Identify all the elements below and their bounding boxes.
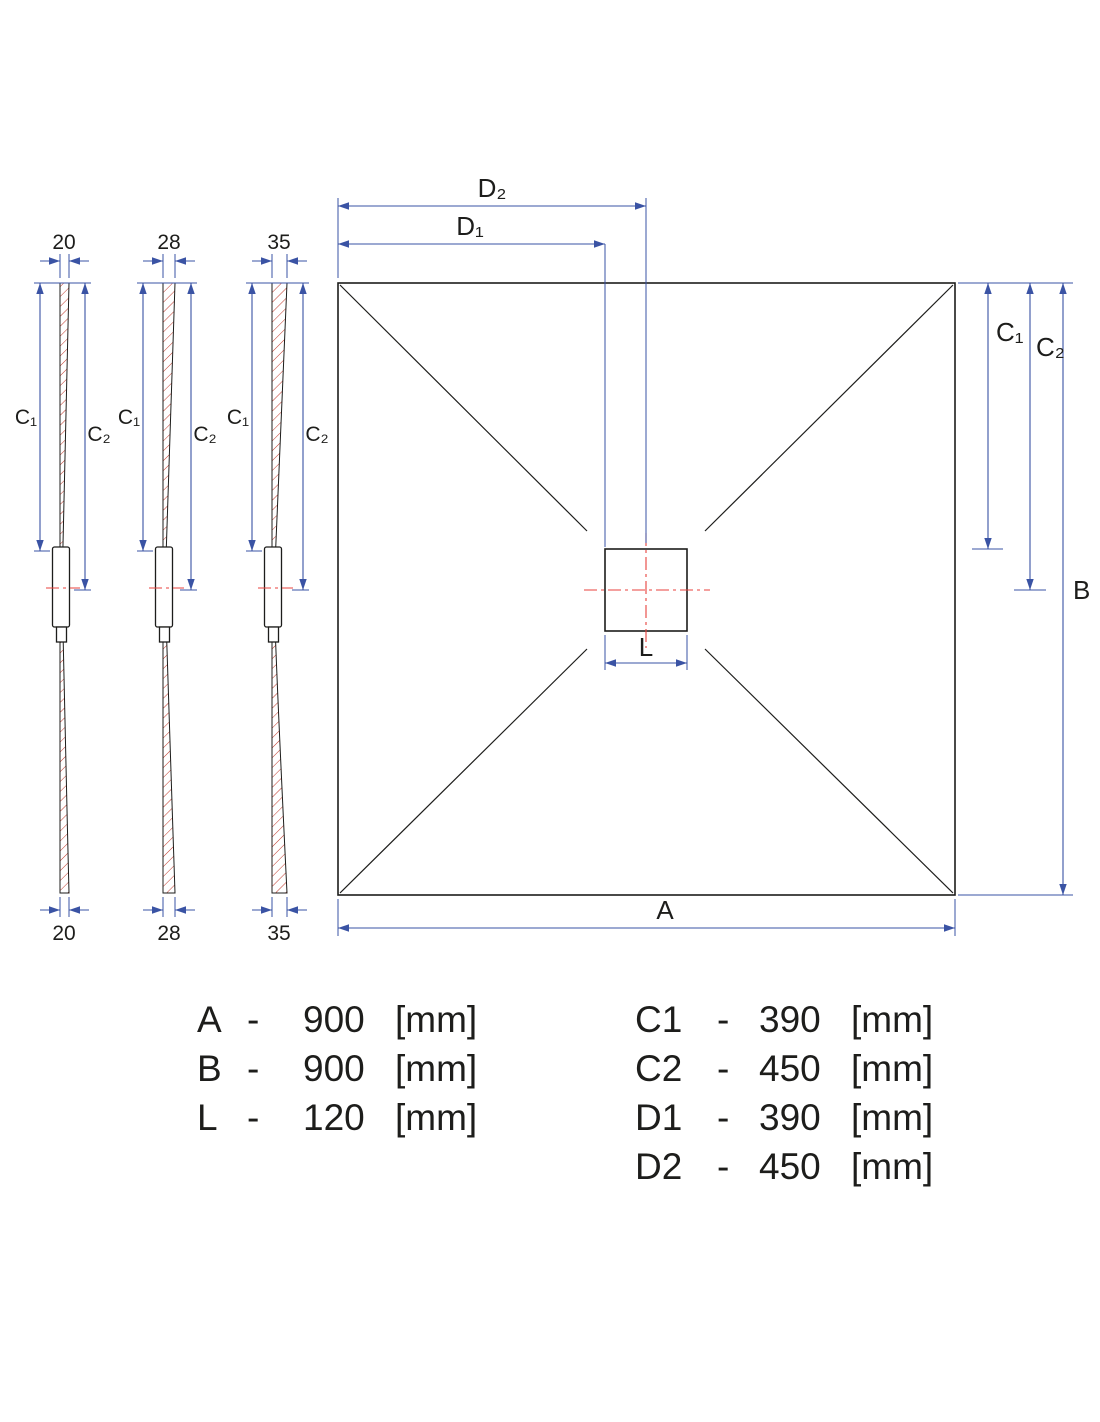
separator: - (247, 1097, 260, 1138)
spec-row-d2: D2 - 450 [mm] (635, 1142, 933, 1191)
spec-row-a: A - 900 [mm] (197, 995, 477, 1044)
param-label: D1 (635, 1097, 683, 1138)
thickness-label-top: 20 (52, 231, 75, 254)
dim-label-c1: C₁ (227, 406, 249, 429)
dimension-a: A (337, 895, 956, 936)
thickness-label-bottom: 20 (52, 922, 75, 945)
param-unit: [mm] (851, 1097, 934, 1138)
separator: - (717, 1048, 730, 1089)
spec-table-right: C1 - 390 [mm] C2 - 450 [mm] D1 - 390 [mm… (635, 995, 933, 1191)
param-unit: [mm] (851, 999, 934, 1040)
dim-label-c2: C₂ (1036, 332, 1065, 362)
thickness-label-bottom: 35 (267, 922, 290, 945)
param-unit: [mm] (851, 1146, 934, 1187)
thickness-label-top: 28 (157, 231, 180, 254)
param-unit: [mm] (395, 1048, 478, 1089)
dimension-l: L (604, 632, 688, 670)
profile-section-35: 35 35 C₁ C₂ (227, 231, 329, 945)
separator: - (717, 999, 730, 1040)
dimension-d2: D₂ (337, 173, 647, 543)
param-label: C1 (635, 999, 683, 1040)
param-unit: [mm] (851, 1048, 934, 1089)
dim-label-c1: C₁ (118, 406, 140, 429)
slope-fold-line-bottom-right (704, 648, 954, 894)
spec-row-l: L - 120 [mm] (197, 1093, 477, 1142)
dim-label-c2: C₂ (305, 423, 328, 446)
thickness-label-top: 35 (267, 231, 290, 254)
param-value: 390 (759, 1097, 821, 1138)
drain-outlet-stub (55, 626, 68, 643)
slope-fold-line-bottom-left (339, 648, 588, 894)
dim-label-c2: C₂ (193, 423, 216, 446)
slope-fold-line-top-right (704, 284, 954, 532)
param-value: 390 (759, 999, 821, 1040)
dimension-right-group: C₁ C₂ B (958, 282, 1090, 896)
param-value: 450 (759, 1048, 821, 1089)
profile-section-28: 28 28 C₁ C₂ (118, 231, 217, 945)
dim-label-b: B (1073, 575, 1090, 605)
spec-row-c1: C1 - 390 [mm] (635, 995, 933, 1044)
separator: - (717, 1146, 730, 1187)
param-unit: [mm] (395, 1097, 478, 1138)
param-label: A (197, 999, 222, 1040)
param-label: D2 (635, 1146, 683, 1187)
dim-label-c1: C₁ (15, 406, 37, 429)
spec-row-b: B - 900 [mm] (197, 1044, 477, 1093)
param-unit: [mm] (395, 999, 478, 1040)
dim-label-c1: C₁ (996, 317, 1024, 347)
param-value: 450 (759, 1146, 821, 1187)
spec-table-left: A - 900 [mm] B - 900 [mm] L - 120 [mm] (197, 995, 477, 1142)
dim-label-d2: D₂ (478, 173, 507, 203)
param-label: B (197, 1048, 222, 1089)
drain-outlet-stub (267, 626, 280, 643)
param-label: C2 (635, 1048, 683, 1089)
dim-label-d1: D₁ (456, 211, 484, 241)
param-value: 120 (303, 1097, 365, 1138)
param-label: L (197, 1097, 218, 1138)
separator: - (247, 1048, 260, 1089)
dimension-d1: D₁ (337, 211, 606, 547)
dim-label-l: L (639, 632, 653, 662)
drawing-canvas: D₂ D₁ C₁ C₂ B A (15, 173, 1090, 945)
param-value: 900 (303, 1048, 365, 1089)
profile-section-20: 20 20 C₁ C₂ (15, 231, 111, 945)
slope-fold-line-top-left (339, 284, 588, 532)
spec-row-c2: C2 - 450 [mm] (635, 1044, 933, 1093)
separator: - (247, 999, 260, 1040)
thickness-label-bottom: 28 (157, 922, 180, 945)
drain-outlet-stub (158, 626, 171, 643)
param-value: 900 (303, 999, 365, 1040)
separator: - (717, 1097, 730, 1138)
dim-label-c2: C₂ (87, 423, 110, 446)
drain-flange (154, 546, 174, 628)
drain-flange (51, 546, 71, 628)
spec-row-d1: D1 - 390 [mm] (635, 1093, 933, 1142)
drain-flange (263, 546, 283, 628)
dim-label-a: A (656, 895, 674, 925)
